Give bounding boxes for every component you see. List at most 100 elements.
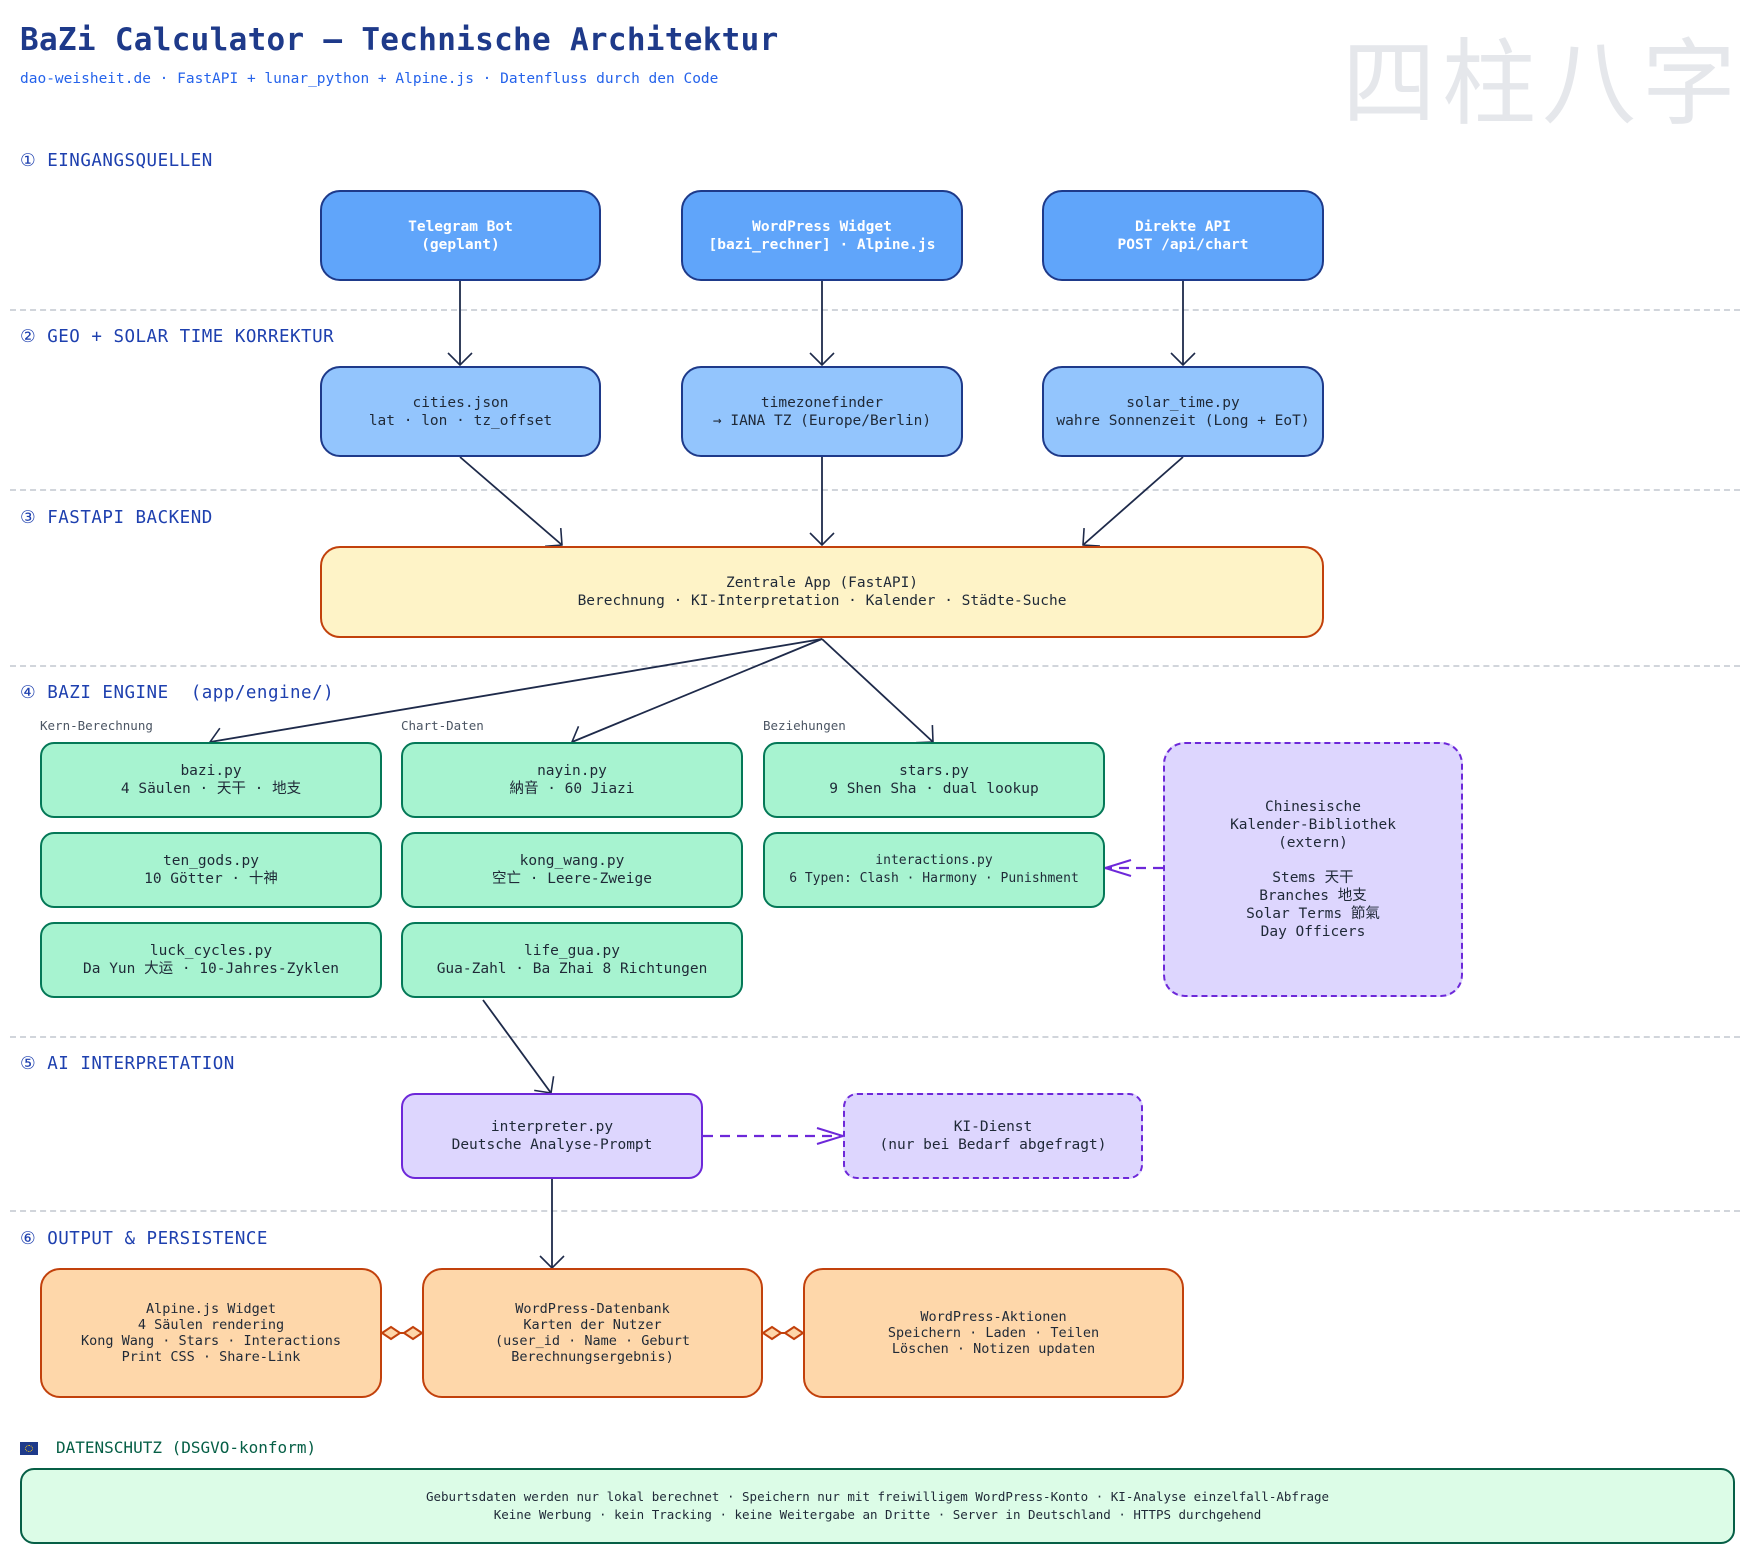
engine-module-stars: stars.py 9 Shen Sha · dual lookup [763,742,1105,818]
box-line: (geplant) [421,236,500,253]
geo-timezonefinder: timezonefinder → IANA TZ (Europe/Berlin) [681,366,963,457]
engine-module-nayin: nayin.py 納音 · 60 Jiazi [401,742,743,818]
box-line: Zentrale App (FastAPI) [725,575,919,591]
arrow-solar-time-to-backend [1083,456,1184,545]
section-divider [10,1210,1740,1212]
engine-column-label: Chart-Daten [401,718,484,733]
box-line: Kong Wang · Stars · Interactions [80,1333,342,1349]
box-line: → IANA TZ (Europe/Berlin) [712,412,932,429]
box-line: Telegram Bot [408,218,513,235]
box-line: nayin.py [537,763,607,779]
box-line: Direkte API [1134,218,1232,235]
arrow-backend-to-bazi [210,638,823,742]
section-backend-heading: ③ FASTAPI BACKEND [20,508,213,528]
section-output-heading: ⑥ OUTPUT & PERSISTENCE [20,1229,268,1249]
input-telegram-bot: Telegram Bot (geplant) [320,190,601,281]
engine-module-bazi: bazi.py 4 Säulen · 天干 · 地支 [40,742,382,818]
box-line: solar_time.py [1126,394,1240,411]
box-line: 4 Säulen rendering [137,1317,285,1333]
box-line: 空亡 · Leere-Zweige [492,871,652,887]
box-line: Gua-Zahl · Ba Zhai 8 Richtungen [436,961,708,977]
box-line: Deutsche Analyse-Prompt [451,1137,653,1153]
engine-module-ten-gods: ten_gods.py 10 Götter · 十神 [40,832,382,908]
diamond-connector-widget-database [380,1325,424,1341]
section-engine-heading: ④ BAZI ENGINE (app/engine/) [20,683,335,703]
box-line: Löschen · Notizen updaten [891,1341,1096,1357]
arrow-cities-to-backend [459,456,562,545]
box-line: Branches 地支 [1259,888,1367,904]
box-line: Chinesische [1264,799,1362,815]
output-wordpress-database: WordPress-Datenbank Karten der Nutzer (u… [422,1268,763,1398]
box-line: Speichern · Laden · Teilen [887,1325,1100,1341]
box-line: WordPress Widget [752,218,892,235]
engine-module-luck-cycles: luck_cycles.py Da Yun 大运 · 10-Jahres-Zyk… [40,922,382,998]
watermark: 四柱八字 [1341,30,1742,139]
output-alpine-widget: Alpine.js Widget 4 Säulen rendering Kong… [40,1268,382,1398]
box-line: cities.json [412,394,509,411]
box-line: 6 Typen: Clash · Harmony · Punishment [789,871,1079,886]
geo-cities-json: cities.json lat · lon · tz_offset [320,366,601,457]
section-divider [10,665,1740,667]
privacy-heading: DATENSCHUTZ (DSGVO-konform) [20,1438,316,1457]
backend-fastapi-app: Zentrale App (FastAPI) Berechnung · KI-I… [320,546,1324,638]
section-divider [10,1036,1740,1038]
box-line: Print CSS · Share-Link [121,1349,301,1365]
box-line: (extern) [1278,835,1348,851]
box-line: (user_id · Name · Geburt [494,1333,691,1349]
box-line: Berechnung · KI-Interpretation · Kalende… [577,593,1067,609]
box-line: luck_cycles.py [149,943,273,959]
box-line: 納音 · 60 Jiazi [509,781,635,797]
engine-module-life-gua: life_gua.py Gua-Zahl · Ba Zhai 8 Richtun… [401,922,743,998]
section-inputs-heading: ① EINGANGSQUELLEN [20,151,213,171]
section-ai-heading: ⑤ AI INTERPRETATION [20,1054,235,1074]
box-line: WordPress-Datenbank [515,1301,670,1317]
box-line: Day Officers [1260,924,1366,940]
engine-module-interactions: interactions.py 6 Typen: Clash · Harmony… [763,832,1105,908]
box-line: 10 Götter · 十神 [144,871,278,887]
external-calendar-library: Chinesische Kalender-Bibliothek (extern)… [1163,742,1463,997]
privacy-line: Keine Werbung · kein Tracking · keine We… [493,1507,1262,1522]
box-line: (nur bei Bedarf abgefragt) [879,1137,1107,1153]
diamond-connector-database-actions [761,1325,805,1341]
box-line: life_gua.py [523,943,621,959]
box-line: timezonefinder [760,394,884,411]
box-line: stars.py [899,763,969,779]
box-line: WordPress-Aktionen [920,1309,1067,1325]
box-line: KI-Dienst [953,1119,1033,1135]
box-line: ten_gods.py [162,853,260,869]
box-line: interpreter.py [490,1119,614,1135]
box-line: 4 Säulen · 天干 · 地支 [120,781,302,797]
box-line: Karten der Nutzer [523,1317,662,1333]
ai-ki-service: KI-Dienst (nur bei Bedarf abgefragt) [843,1093,1143,1179]
arrow-backend-to-nayin [572,638,823,742]
privacy-box: Geburtsdaten werden nur lokal berechnet … [20,1468,1735,1544]
box-line: [bazi_rechner] · Alpine.js [708,236,936,253]
ai-interpreter: interpreter.py Deutsche Analyse-Prompt [401,1093,703,1179]
arrow-engine-to-interpreter [482,999,551,1093]
page-subtitle: dao-weisheit.de · FastAPI + lunar_python… [20,71,719,87]
privacy-line: Geburtsdaten werden nur lokal berechnet … [425,1489,1330,1504]
box-line: Alpine.js Widget [145,1301,277,1317]
box-line: interactions.py [875,853,993,868]
box-line: kong_wang.py [519,853,625,869]
box-line: Solar Terms 節氣 [1246,906,1380,922]
engine-module-kong-wang: kong_wang.py 空亡 · Leere-Zweige [401,832,743,908]
engine-column-label: Beziehungen [763,718,846,733]
box-line: Stems 天干 [1272,870,1354,886]
input-direct-api: Direkte API POST /api/chart [1042,190,1324,281]
arrow-backend-to-stars [821,638,933,742]
box-line: Da Yun 大运 · 10-Jahres-Zyklen [83,961,339,977]
section-divider [10,489,1740,491]
input-wordpress-widget: WordPress Widget [bazi_rechner] · Alpine… [681,190,963,281]
box-line: wahre Sonnenzeit (Long + EoT) [1056,412,1310,429]
box-line: lat · lon · tz_offset [368,412,553,429]
section-divider [10,309,1740,311]
box-line: Berechnungsergebnis) [511,1349,674,1365]
privacy-heading-text: DATENSCHUTZ (DSGVO-konform) [56,1438,317,1457]
geo-solar-time: solar_time.py wahre Sonnenzeit (Long + E… [1042,366,1324,457]
box-line: bazi.py [180,763,242,779]
box-line: 9 Shen Sha · dual lookup [829,781,1039,797]
box-line: POST /api/chart [1117,236,1249,253]
engine-column-label: Kern-Berechnung [40,718,153,733]
